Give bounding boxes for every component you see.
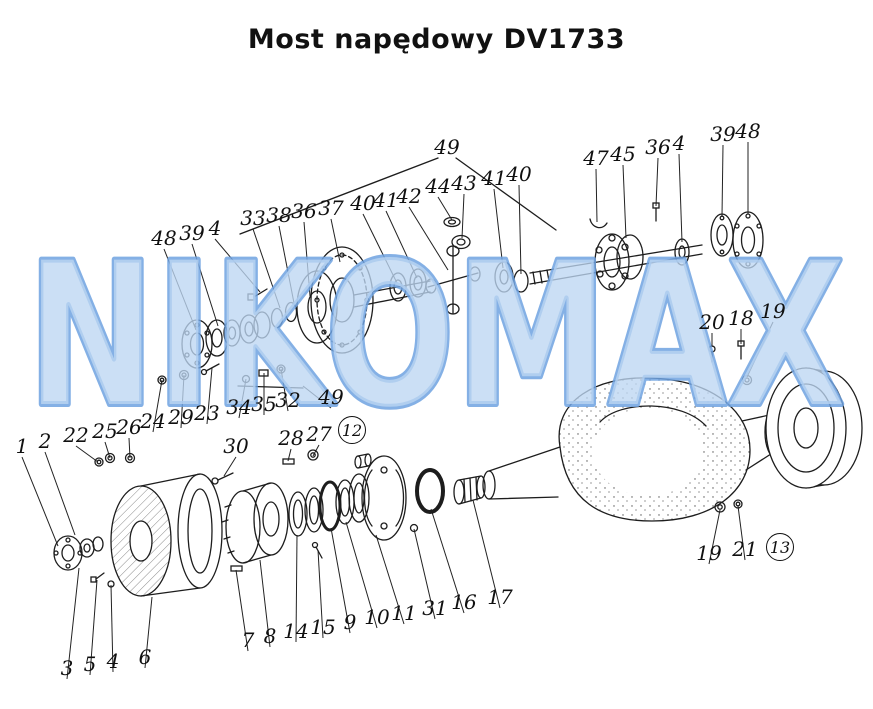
part-label: 38: [266, 203, 292, 227]
part-label: 33: [240, 206, 266, 230]
part-label: 41: [481, 166, 507, 190]
page-title: Most napędowy DV1733: [247, 24, 626, 55]
part-label: 26: [116, 415, 142, 439]
part-label: 18: [728, 306, 754, 330]
part-label: 39: [179, 221, 205, 245]
part-label: 14: [283, 619, 309, 643]
part-label: 4: [208, 216, 222, 240]
part-label: 28: [278, 426, 304, 450]
part-label: 23: [194, 401, 220, 425]
part-label: 45: [610, 142, 636, 166]
part-label: 31: [422, 596, 448, 620]
part-label: 36: [291, 199, 317, 223]
part-label: 21: [732, 537, 758, 561]
part-label: 11: [391, 601, 417, 625]
part-label: 29: [168, 405, 194, 429]
part-label-circled: 13: [766, 533, 794, 561]
part-label: 5: [83, 652, 97, 676]
part-label: 36: [645, 135, 671, 159]
part-label: 24: [140, 409, 166, 433]
part-label: 10: [364, 605, 390, 629]
part-label: 16: [451, 590, 477, 614]
part-label: 49: [434, 135, 460, 159]
part-label: 48: [151, 226, 177, 250]
part-label: 9: [343, 610, 357, 634]
part-label: 19: [760, 299, 786, 323]
part-label-circled: 12: [338, 416, 366, 444]
drawing-geometry: [53, 157, 863, 597]
part-label: 22: [63, 423, 89, 447]
part-label: 25: [92, 419, 118, 443]
part-label: 27: [306, 422, 332, 446]
part-label: 4: [106, 649, 120, 673]
part-label: 2: [38, 429, 52, 453]
part-label: 40: [506, 162, 532, 186]
part-label: 42: [396, 184, 422, 208]
part-label: 1: [15, 434, 29, 458]
part-label: 4: [672, 131, 686, 155]
part-label: 49: [318, 385, 344, 409]
part-label: 43: [451, 171, 477, 195]
part-label: 44: [425, 174, 451, 198]
part-label: 40: [350, 191, 376, 215]
part-label: 34: [226, 395, 252, 419]
part-label: 48: [735, 119, 761, 143]
part-label: 7: [241, 628, 255, 652]
part-label: 19: [696, 541, 722, 565]
part-label: 6: [138, 645, 152, 669]
part-label: 30: [223, 434, 249, 458]
part-label: 37: [318, 196, 344, 220]
part-label: 41: [373, 188, 399, 212]
part-label: 20: [699, 310, 725, 334]
part-label: 32: [275, 388, 301, 412]
leader-lines: [21, 142, 774, 680]
part-label: 3: [60, 656, 74, 680]
part-label: 35: [251, 392, 277, 416]
part-label: 39: [710, 122, 736, 146]
part-label: 8: [263, 624, 277, 648]
part-label: 15: [310, 615, 336, 639]
part-label: 17: [487, 585, 513, 609]
part-label: 47: [583, 146, 609, 170]
